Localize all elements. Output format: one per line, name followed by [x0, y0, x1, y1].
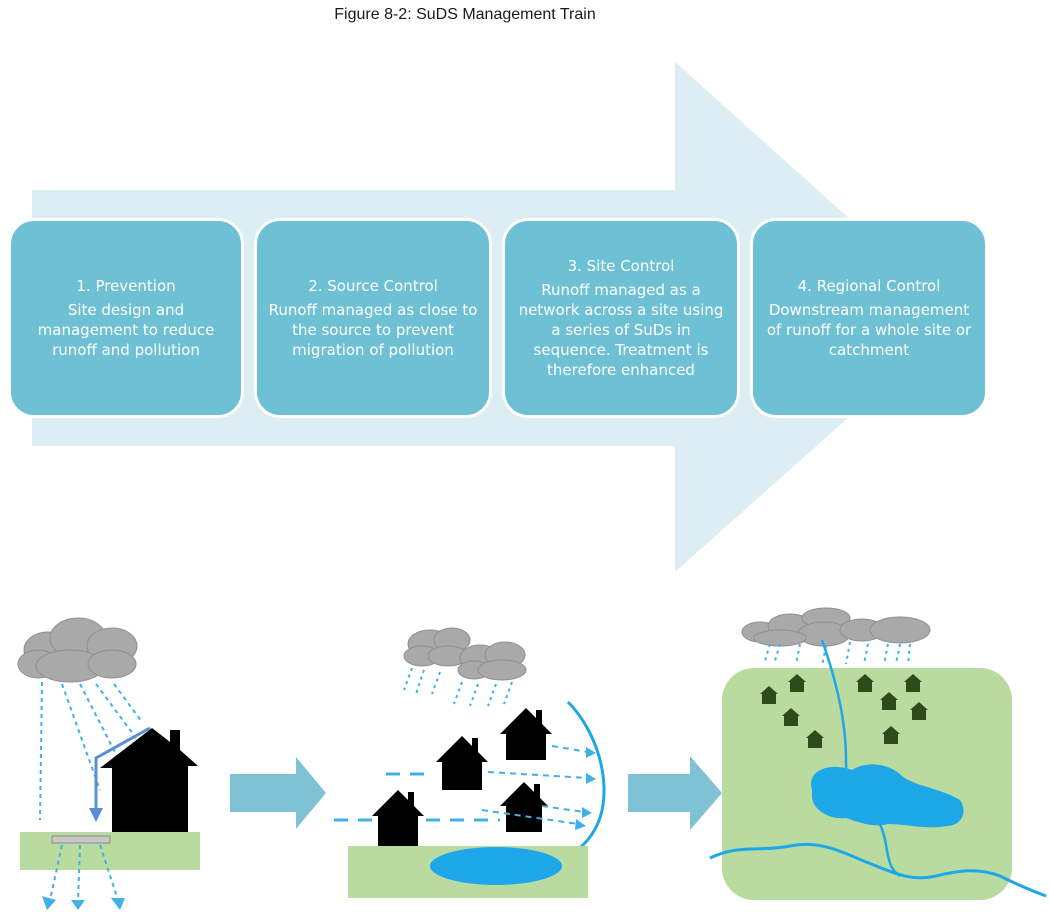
roof-gutter	[94, 726, 151, 812]
pond	[430, 847, 562, 885]
cloud-icon	[403, 627, 471, 667]
cloud-icon	[17, 617, 138, 683]
small-house-icons	[760, 674, 928, 748]
scene-regional	[709, 607, 1047, 900]
stage-description: Runoff managed as a network across a sit…	[518, 281, 724, 379]
flow-arrowheads	[575, 747, 596, 830]
stage-title: 1. Prevention	[76, 277, 176, 295]
regional-river	[709, 842, 1047, 898]
stage-box-prevention: 1. Prevention Site design and management…	[8, 218, 244, 418]
house-icon	[500, 708, 552, 760]
cloud-icon	[457, 641, 527, 681]
stage-title: 2. Source Control	[308, 277, 438, 295]
flow-arrow-1	[230, 757, 326, 829]
stage-box-site-control: 3. Site Control Runoff managed as a netw…	[502, 218, 740, 418]
regional-lake	[811, 764, 964, 828]
downpipe-arrowhead	[89, 808, 103, 822]
surface-flow-dashes	[334, 772, 500, 822]
flow-arrow-2	[628, 756, 722, 830]
permeable-paving	[51, 835, 111, 844]
house-icon	[500, 782, 548, 832]
stage-box-regional-control: 4. Regional Control Downstream managemen…	[750, 218, 988, 418]
cloud-icon	[741, 607, 931, 647]
stage-description: Site design and management to reduce run…	[37, 301, 215, 359]
house-icon	[372, 790, 424, 846]
swale-channel	[554, 700, 606, 871]
rain-lines	[403, 667, 513, 707]
scene-site	[334, 627, 606, 898]
big-flow-arrow	[32, 62, 960, 572]
infiltration-arrowheads	[42, 896, 125, 910]
stage-title: 3. Site Control	[567, 257, 675, 275]
infiltration-arrows	[49, 844, 119, 903]
house-icon	[436, 736, 488, 790]
scene-prevention	[17, 617, 200, 910]
figure-title: Figure 8-2: SuDS Management Train	[334, 6, 596, 23]
house-icon	[100, 728, 198, 832]
stage-description: Runoff managed as close to the source to…	[268, 301, 478, 359]
stage-title: 4. Regional Control	[797, 277, 941, 295]
rain-lines	[763, 641, 911, 667]
stage-box-source-control: 2. Source Control Runoff managed as clos…	[254, 218, 492, 418]
stage-description: Downstream management of runoff for a wh…	[766, 301, 972, 359]
flow-to-swale	[481, 745, 589, 825]
